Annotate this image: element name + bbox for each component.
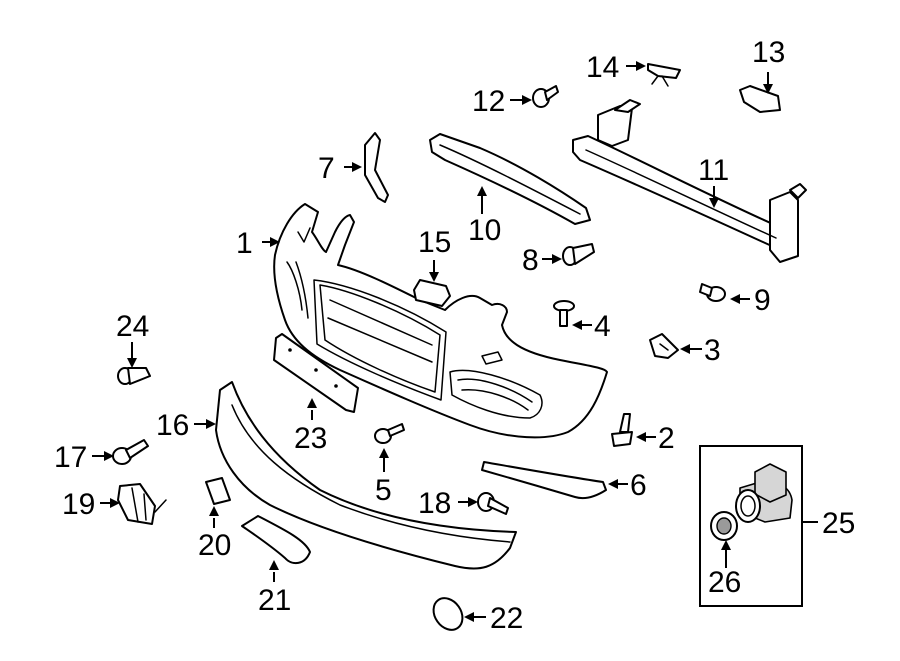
callout-16: 16 <box>156 409 189 442</box>
callout-23: 23 <box>294 422 327 455</box>
callout-26: 26 <box>708 566 741 599</box>
callout-4: 4 <box>594 310 611 343</box>
part-8-bolt[interactable] <box>562 243 595 266</box>
callout-20: 20 <box>198 529 231 562</box>
callout-9: 9 <box>754 284 771 317</box>
sensor-inset-box <box>699 445 803 607</box>
callout-5: 5 <box>375 474 392 507</box>
part-15-tow-cover[interactable] <box>413 279 451 307</box>
part-26-gasket[interactable] <box>710 511 738 541</box>
part-5-screw[interactable] <box>374 423 405 444</box>
callout-25: 25 <box>822 507 855 540</box>
callout-6: 6 <box>630 469 647 502</box>
part-3-clip-nut[interactable] <box>649 333 679 359</box>
callout-1: 1 <box>236 227 253 260</box>
part-1-bumper-cover[interactable] <box>273 203 608 439</box>
callout-22: 22 <box>490 602 523 635</box>
callout-12: 12 <box>472 85 505 118</box>
callout-14: 14 <box>586 51 619 84</box>
part-14-clip[interactable] <box>647 63 681 87</box>
part-19-clip[interactable] <box>117 483 167 525</box>
callout-8: 8 <box>522 244 539 277</box>
part-4-screw[interactable] <box>553 300 575 327</box>
part-16-lower-cover[interactable] <box>215 381 517 570</box>
part-17-bolt[interactable] <box>112 439 149 465</box>
part-24-clip[interactable] <box>117 367 151 385</box>
part-11-reinforcement[interactable] <box>572 99 807 263</box>
part-13-bracket[interactable] <box>739 85 781 113</box>
callout-19: 19 <box>62 488 95 521</box>
callout-3: 3 <box>704 334 721 367</box>
part-21-bezel[interactable] <box>241 515 311 565</box>
callout-13: 13 <box>752 36 785 69</box>
part-23-license-bracket[interactable] <box>273 333 359 413</box>
leader-lines <box>92 61 818 622</box>
part-7-bracket[interactable] <box>364 132 389 203</box>
part-20-pad[interactable] <box>205 477 231 505</box>
part-2-bolt[interactable] <box>611 413 633 447</box>
callout-11: 11 <box>698 154 729 187</box>
part-9-bolt[interactable] <box>699 283 726 302</box>
callout-10: 10 <box>468 214 501 247</box>
callout-15: 15 <box>418 226 451 259</box>
callout-18: 18 <box>418 487 451 520</box>
part-10-absorber[interactable] <box>429 133 591 225</box>
callout-numbers: 1 2 3 4 5 6 7 8 9 10 11 12 13 14 15 16 1… <box>54 36 855 635</box>
part-12-bolt[interactable] <box>532 85 559 108</box>
part-25-sensor[interactable] <box>735 463 793 523</box>
callout-17: 17 <box>54 441 87 474</box>
callout-7: 7 <box>318 152 335 185</box>
callout-2: 2 <box>658 422 675 455</box>
part-6-trim-strip[interactable] <box>481 461 607 500</box>
part-18-bolt[interactable] <box>477 492 509 515</box>
part-22-cap[interactable] <box>428 593 469 636</box>
callout-21: 21 <box>258 584 291 617</box>
callout-24: 24 <box>116 310 149 343</box>
